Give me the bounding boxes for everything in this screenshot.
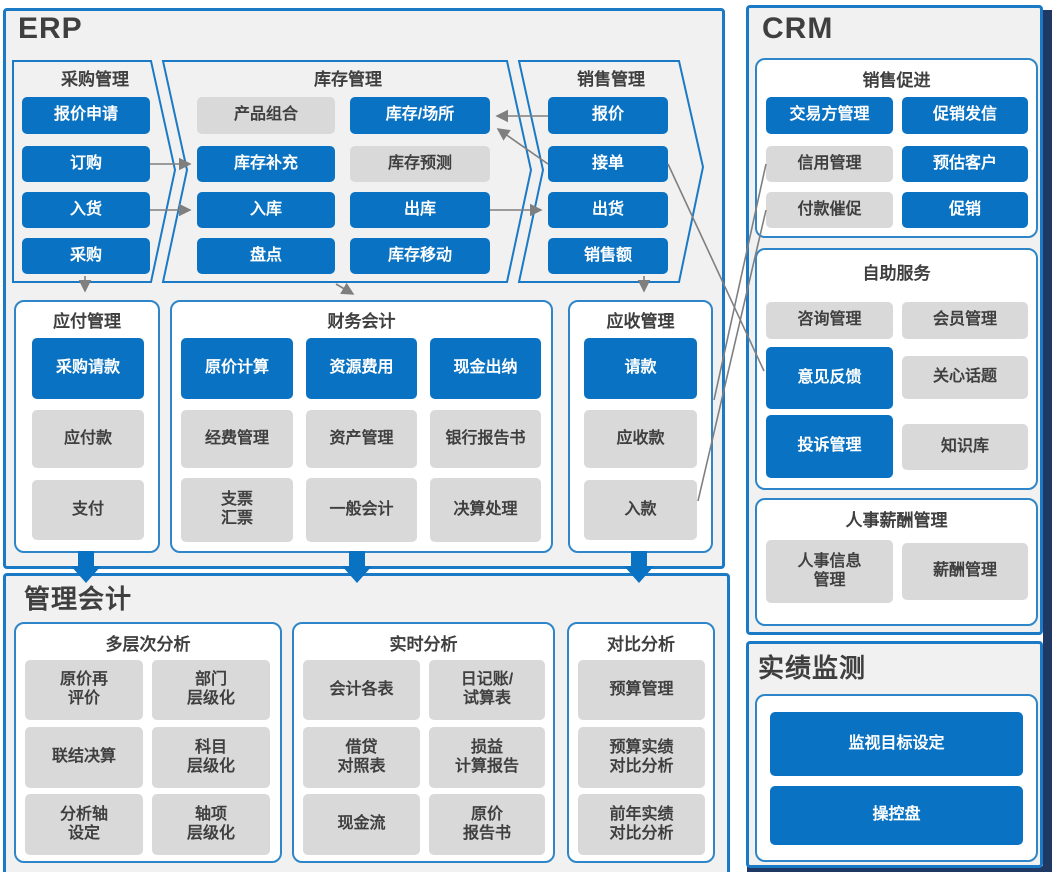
module-box: 库存移动 (350, 238, 490, 274)
module-box: 信用管理 (766, 146, 893, 182)
section-title-hr: 人事薪酬管理 (845, 511, 948, 530)
section-title-realtime: 实时分析 (389, 635, 458, 654)
section-title-comparison: 对比分析 (607, 635, 675, 654)
module-box: 经费管理 (181, 410, 293, 468)
section-title-promotion: 销售促进 (862, 71, 931, 90)
module-box: 前年实绩 对比分析 (578, 794, 705, 855)
module-box: 损益 计算报告 (429, 727, 545, 788)
section-title-receivable: 应收管理 (606, 312, 675, 331)
module-box: 一般会计 (306, 478, 417, 542)
module-box: 预算实绩 对比分析 (578, 727, 705, 788)
module-box: 原价计算 (181, 338, 293, 399)
module-box: 应收款 (584, 410, 697, 468)
module-box: 监视目标设定 (770, 712, 1023, 776)
module-box: 接单 (548, 146, 668, 182)
module-box: 报价 (548, 97, 668, 134)
module-box: 销售额 (548, 238, 668, 274)
module-box: 请款 (584, 338, 697, 399)
performance-title: 实绩监测 (758, 653, 867, 683)
module-box: 订购 (22, 146, 150, 182)
module-box: 轴项 层级化 (152, 794, 270, 855)
section-title-finance: 财务会计 (327, 312, 396, 331)
module-box: 操控盘 (770, 786, 1023, 845)
module-box: 资产管理 (306, 410, 417, 468)
module-box: 交易方管理 (766, 97, 893, 134)
module-box: 意见反馈 (766, 347, 893, 409)
module-box: 盘点 (197, 238, 335, 274)
module-box: 人事信息 管理 (766, 540, 893, 603)
module-box: 科目 层级化 (152, 727, 270, 788)
module-box: 出货 (548, 192, 668, 228)
module-box: 库存补充 (197, 146, 335, 182)
section-title-sales: 销售管理 (577, 70, 645, 89)
module-box: 入库 (197, 192, 335, 228)
section-title-payable: 应付管理 (53, 312, 121, 331)
module-box: 入货 (22, 192, 150, 228)
section-title-multi-level: 多层次分析 (105, 635, 191, 654)
module-box: 促销发信 (902, 97, 1028, 134)
module-box: 报价申请 (22, 97, 150, 134)
module-box: 采购请款 (32, 338, 144, 399)
module-box: 会员管理 (902, 302, 1028, 339)
module-box: 支付 (32, 480, 144, 540)
section-title-purchase: 采购管理 (61, 70, 129, 89)
management-accounting-title: 管理会计 (24, 584, 133, 614)
navy-backdrop-right (1043, 10, 1052, 872)
module-box: 决算处理 (430, 478, 541, 542)
module-box: 薪酬管理 (902, 543, 1028, 600)
module-box: 联结决算 (25, 727, 143, 788)
navy-backdrop-bottom (747, 866, 1052, 872)
section-title-inventory: 库存管理 (314, 70, 382, 89)
module-box: 原价 报告书 (429, 794, 545, 855)
module-box: 投诉管理 (766, 415, 893, 478)
module-box: 预算管理 (578, 660, 705, 720)
module-box: 库存/场所 (350, 97, 490, 134)
module-box: 预估客户 (902, 146, 1028, 182)
module-box: 咨询管理 (766, 302, 893, 339)
crm-title: CRM (762, 12, 834, 45)
module-box: 部门 层级化 (152, 660, 270, 720)
module-box: 知识库 (902, 424, 1028, 470)
module-box: 库存预测 (350, 146, 490, 182)
module-box: 采购 (22, 238, 150, 274)
module-box: 会计各表 (303, 660, 420, 720)
module-box: 促销 (902, 192, 1028, 228)
module-box: 借贷 对照表 (303, 727, 420, 788)
module-box: 产品组合 (197, 97, 335, 134)
module-box: 出库 (350, 192, 490, 228)
module-box: 支票 汇票 (181, 478, 293, 542)
section-title-self-service: 自助服务 (862, 264, 931, 283)
module-box: 入款 (584, 480, 697, 540)
module-box: 分析轴 设定 (25, 794, 143, 855)
module-box: 现金流 (303, 794, 420, 855)
module-box: 关心话题 (902, 356, 1028, 399)
module-box: 原价再 评价 (25, 660, 143, 720)
module-box: 付款催促 (766, 192, 893, 228)
module-box: 银行报告书 (430, 410, 541, 468)
module-box: 资源费用 (306, 338, 417, 399)
module-box: 应付款 (32, 410, 144, 468)
erp-title: ERP (18, 12, 83, 45)
module-box: 日记账/ 试算表 (429, 660, 545, 720)
module-box: 现金出纳 (430, 338, 541, 399)
